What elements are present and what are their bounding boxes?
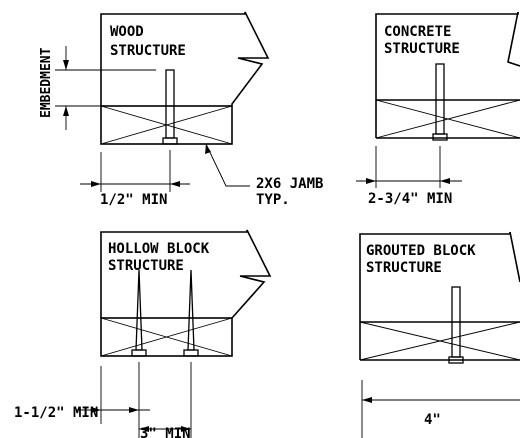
anchor-head-left [131,349,147,357]
jamb-cross-diagonal-b [375,99,520,139]
jamb-leader-arrow [205,144,211,154]
wood-structure-title-line1: WOOD [110,24,144,40]
hollow-block-spacing-label: 3" MIN [140,426,191,438]
tapered-anchor-left [135,269,143,351]
concrete-edge-distance-label: 2-3/4" MIN [368,191,452,207]
edge-arrow-right [440,178,450,184]
hollow-block-anchor-right [183,269,199,357]
hollow-block-spacing-dimension: 3" MIN [139,362,192,438]
concrete-edge-distance-dimension: 2-3/4" MIN [356,146,462,207]
hollow-block-edge-distance-dimension: 1-1/2" MIN [14,362,150,438]
hollow-block-jamb [100,317,233,357]
concrete-jamb [375,99,520,139]
grouted-block-jamb [359,321,520,361]
jamb-cross-diagonal-b [359,321,520,361]
wood-structure-outline [100,11,270,106]
edge-arrow-right [170,181,180,187]
grouted-block-break-line [509,231,520,283]
grouted-block-width-dimension: 4" [361,380,520,438]
wood-structure-title-line2: STRUCTURE [110,43,186,59]
concrete-structure-title-line2: STRUCTURE [384,41,460,57]
edge-arrow-left [91,181,101,187]
embedment-arrow-bottom [63,106,69,116]
hollow-block-title-line2: STRUCTURE [108,258,184,274]
screw-shank [435,63,445,135]
jamb-leader-line [205,143,250,187]
anchor-head-right [183,349,199,357]
hollow-block-structure-panel: HOLLOW BLOCK STRUCTURE 1-1/2" MIN [14,229,272,438]
embedment-dimension: EMBEDMENT [39,46,156,130]
wood-anchor-screw [162,69,178,145]
spacing-arrow-left [139,426,149,432]
concrete-break-line [507,11,520,67]
edge-arrow-left [366,178,376,184]
jamb-rectangle [100,317,233,357]
grouted-block-title-line1: GROUTED BLOCK [366,243,476,259]
hollow-block-edge-distance-label: 1-1/2" MIN [14,405,98,421]
screw-head [448,356,464,364]
screw-head [432,133,448,141]
edge-arrow-right [129,407,139,413]
hollow-block-title-line1: HOLLOW BLOCK [108,241,210,257]
jamb-cross-diagonal-b [100,317,233,357]
grouted-block-title-line2: STRUCTURE [366,260,442,276]
edge-arrow-left [91,407,101,413]
concrete-structure-panel: CONCRETE STRUCTURE 2-3/4" MIN [356,11,520,207]
jamb-callout-line1: 2X6 JAMB [256,176,323,192]
hollow-block-structure-outline [100,229,272,319]
wood-edge-distance-label: 1/2" MIN [100,192,167,208]
embedment-arrow-top [63,60,69,70]
width-arrow-left [362,397,372,403]
concrete-anchor-screw [432,63,448,141]
embedment-label: EMBEDMENT [39,47,54,118]
grouted-block-anchor-screw [448,286,464,364]
wood-edge-distance-dimension: 1/2" MIN [80,150,190,208]
hollow-block-anchor-left [131,269,147,357]
grouted-block-width-label: 4" [424,412,441,428]
jamb-callout: 2X6 JAMB TYP. [205,143,323,208]
concrete-structure-title-line1: CONCRETE [384,24,451,40]
screw-shank [165,69,175,139]
jamb-callout-line2: TYP. [256,192,290,208]
spacing-arrow-right [181,426,191,432]
screw-head [162,137,178,145]
tapered-anchor-right [187,269,195,351]
wood-structure-panel: WOOD STRUCTURE EMBEDMENT 1/2" MIN [39,11,323,208]
grouted-block-structure-panel: GROUTED BLOCK STRUCTURE 4" [359,231,520,438]
